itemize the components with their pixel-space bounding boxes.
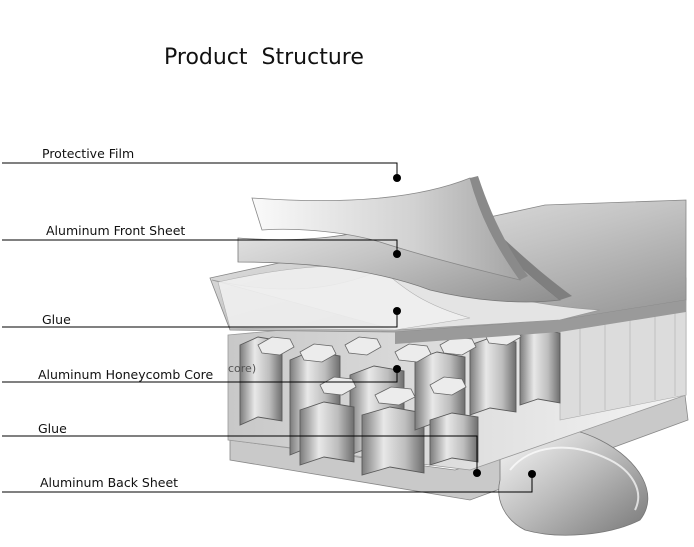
back-sheet-shape	[229, 394, 689, 536]
label-glue-bottom: Glue	[38, 421, 67, 436]
label-aluminum-back-sheet: Aluminum Back Sheet	[40, 475, 179, 490]
label-protective-film: Protective Film	[42, 146, 135, 161]
leader-lines	[2, 162, 533, 493]
leader-dots	[393, 174, 536, 478]
page-title: Product Structure	[164, 45, 364, 70]
core-note-text: core)	[228, 362, 257, 375]
protective-film-shape	[251, 176, 528, 281]
label-glue-top: Glue	[42, 312, 71, 327]
label-aluminum-front-sheet: Aluminum Front Sheet	[46, 223, 186, 238]
label-aluminum-honeycomb-core: Aluminum Honeycomb Core	[38, 367, 214, 382]
